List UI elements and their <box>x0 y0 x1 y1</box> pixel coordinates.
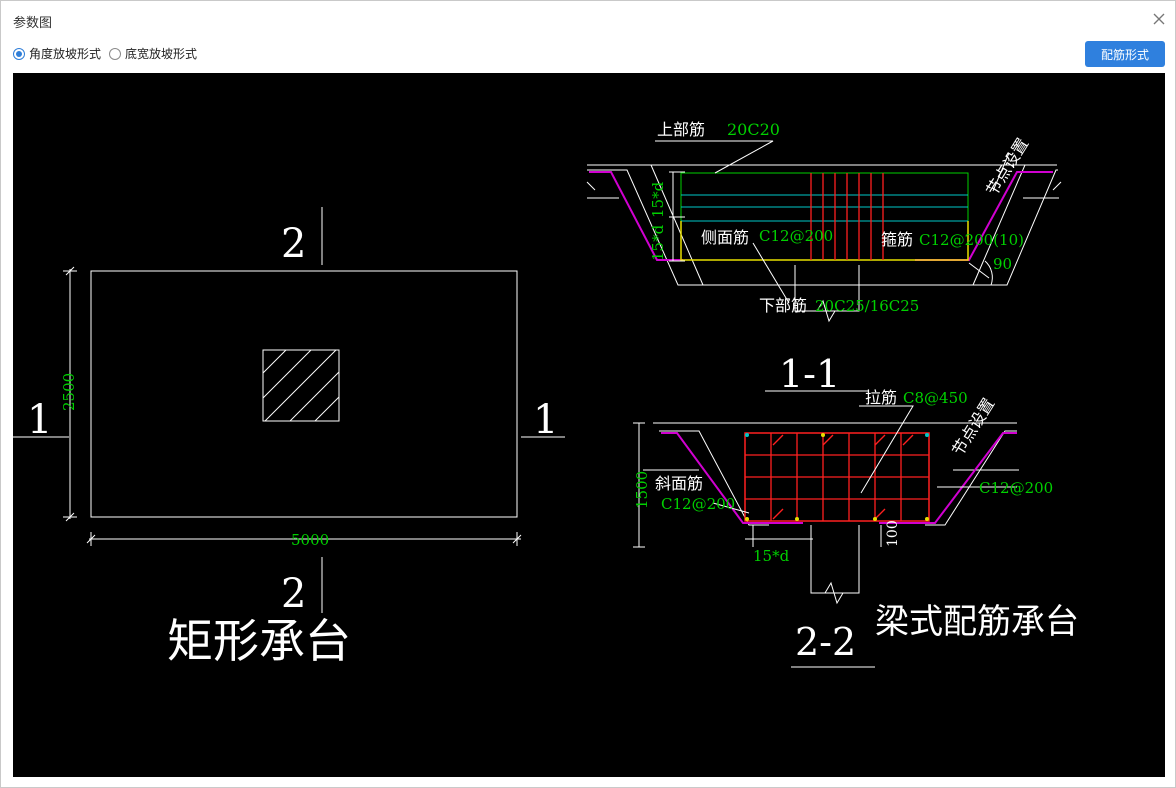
radio-unchecked-icon[interactable] <box>109 47 122 60</box>
top-bar-label: 上部筋 <box>657 120 705 139</box>
beam-cap-caption: 梁式配筋承台 <box>875 602 1079 642</box>
cut-label-left: 1 <box>27 397 52 443</box>
dialog-title: 参数图 <box>13 16 53 31</box>
side-bar-label: 侧面筋 <box>701 228 749 247</box>
dim-100: 100 <box>885 520 901 547</box>
drawing-canvas: 2 2 1 1 2500 5000 矩形承台 <box>13 73 1165 777</box>
plan-view <box>13 207 565 613</box>
dim-height-label: 2500 <box>60 373 78 411</box>
tie-label: 拉筋 <box>865 388 897 407</box>
side-bar-value: C12@200 <box>759 227 833 245</box>
rebar-mode-button[interactable]: 配筋形式 <box>1085 41 1165 67</box>
column-hatch <box>262 349 340 422</box>
section-1-1 <box>586 140 1062 392</box>
plan-caption: 矩形承台 <box>167 614 351 668</box>
tie-value: C8@450 <box>903 389 968 407</box>
stirrup-lines <box>810 173 884 260</box>
cage-corner-dots <box>745 433 929 521</box>
dim-anchor-22: 15*d <box>753 547 790 565</box>
cage-bars <box>745 433 929 521</box>
radio-angle-slope-label: 角度放坡形式 <box>29 47 102 61</box>
angle-value: 90 <box>993 255 1012 273</box>
stirrup-label: 箍筋 <box>881 230 913 249</box>
cut-label-right: 1 <box>533 397 558 443</box>
section11-outline <box>587 169 1058 286</box>
slope-bar-value: C12@200 <box>661 495 735 513</box>
right-bar-value: C12@200 <box>979 479 1053 497</box>
radio-angle-slope[interactable]: 角度放坡形式 <box>13 45 101 62</box>
anchor-label-2: 15*d <box>649 224 667 261</box>
close-icon[interactable] <box>1151 11 1167 27</box>
anchor-label-1: 15*d <box>649 181 667 218</box>
slope-bar-label: 斜面筋 <box>655 474 703 493</box>
dim-width-label: 5000 <box>291 531 329 549</box>
section22-title: 2-2 <box>795 620 856 664</box>
cut-label-bottom: 2 <box>281 571 306 617</box>
slope-mode-radio-group: 角度放坡形式 底宽放坡形式 <box>13 45 205 62</box>
radio-checked-icon[interactable] <box>13 47 25 60</box>
cad-drawing: 2 2 1 1 2500 5000 矩形承台 <box>13 120 1079 668</box>
column-block <box>262 349 340 422</box>
cap-outline <box>90 270 518 518</box>
bottom-bar-value: 20C25/16C25 <box>815 297 919 315</box>
dim-height-22: 1500 <box>633 471 651 509</box>
section11-title: 1-1 <box>779 352 840 396</box>
stirrup-value: C12@200(10) <box>919 231 1024 249</box>
radio-width-slope[interactable]: 底宽放坡形式 <box>109 45 197 62</box>
cut-label-top: 2 <box>281 221 306 267</box>
top-bar-value: 20C20 <box>727 120 780 139</box>
bottom-bar-label: 下部筋 <box>759 296 807 315</box>
radio-width-slope-label: 底宽放坡形式 <box>125 47 198 61</box>
section-2-2 <box>633 405 1019 668</box>
